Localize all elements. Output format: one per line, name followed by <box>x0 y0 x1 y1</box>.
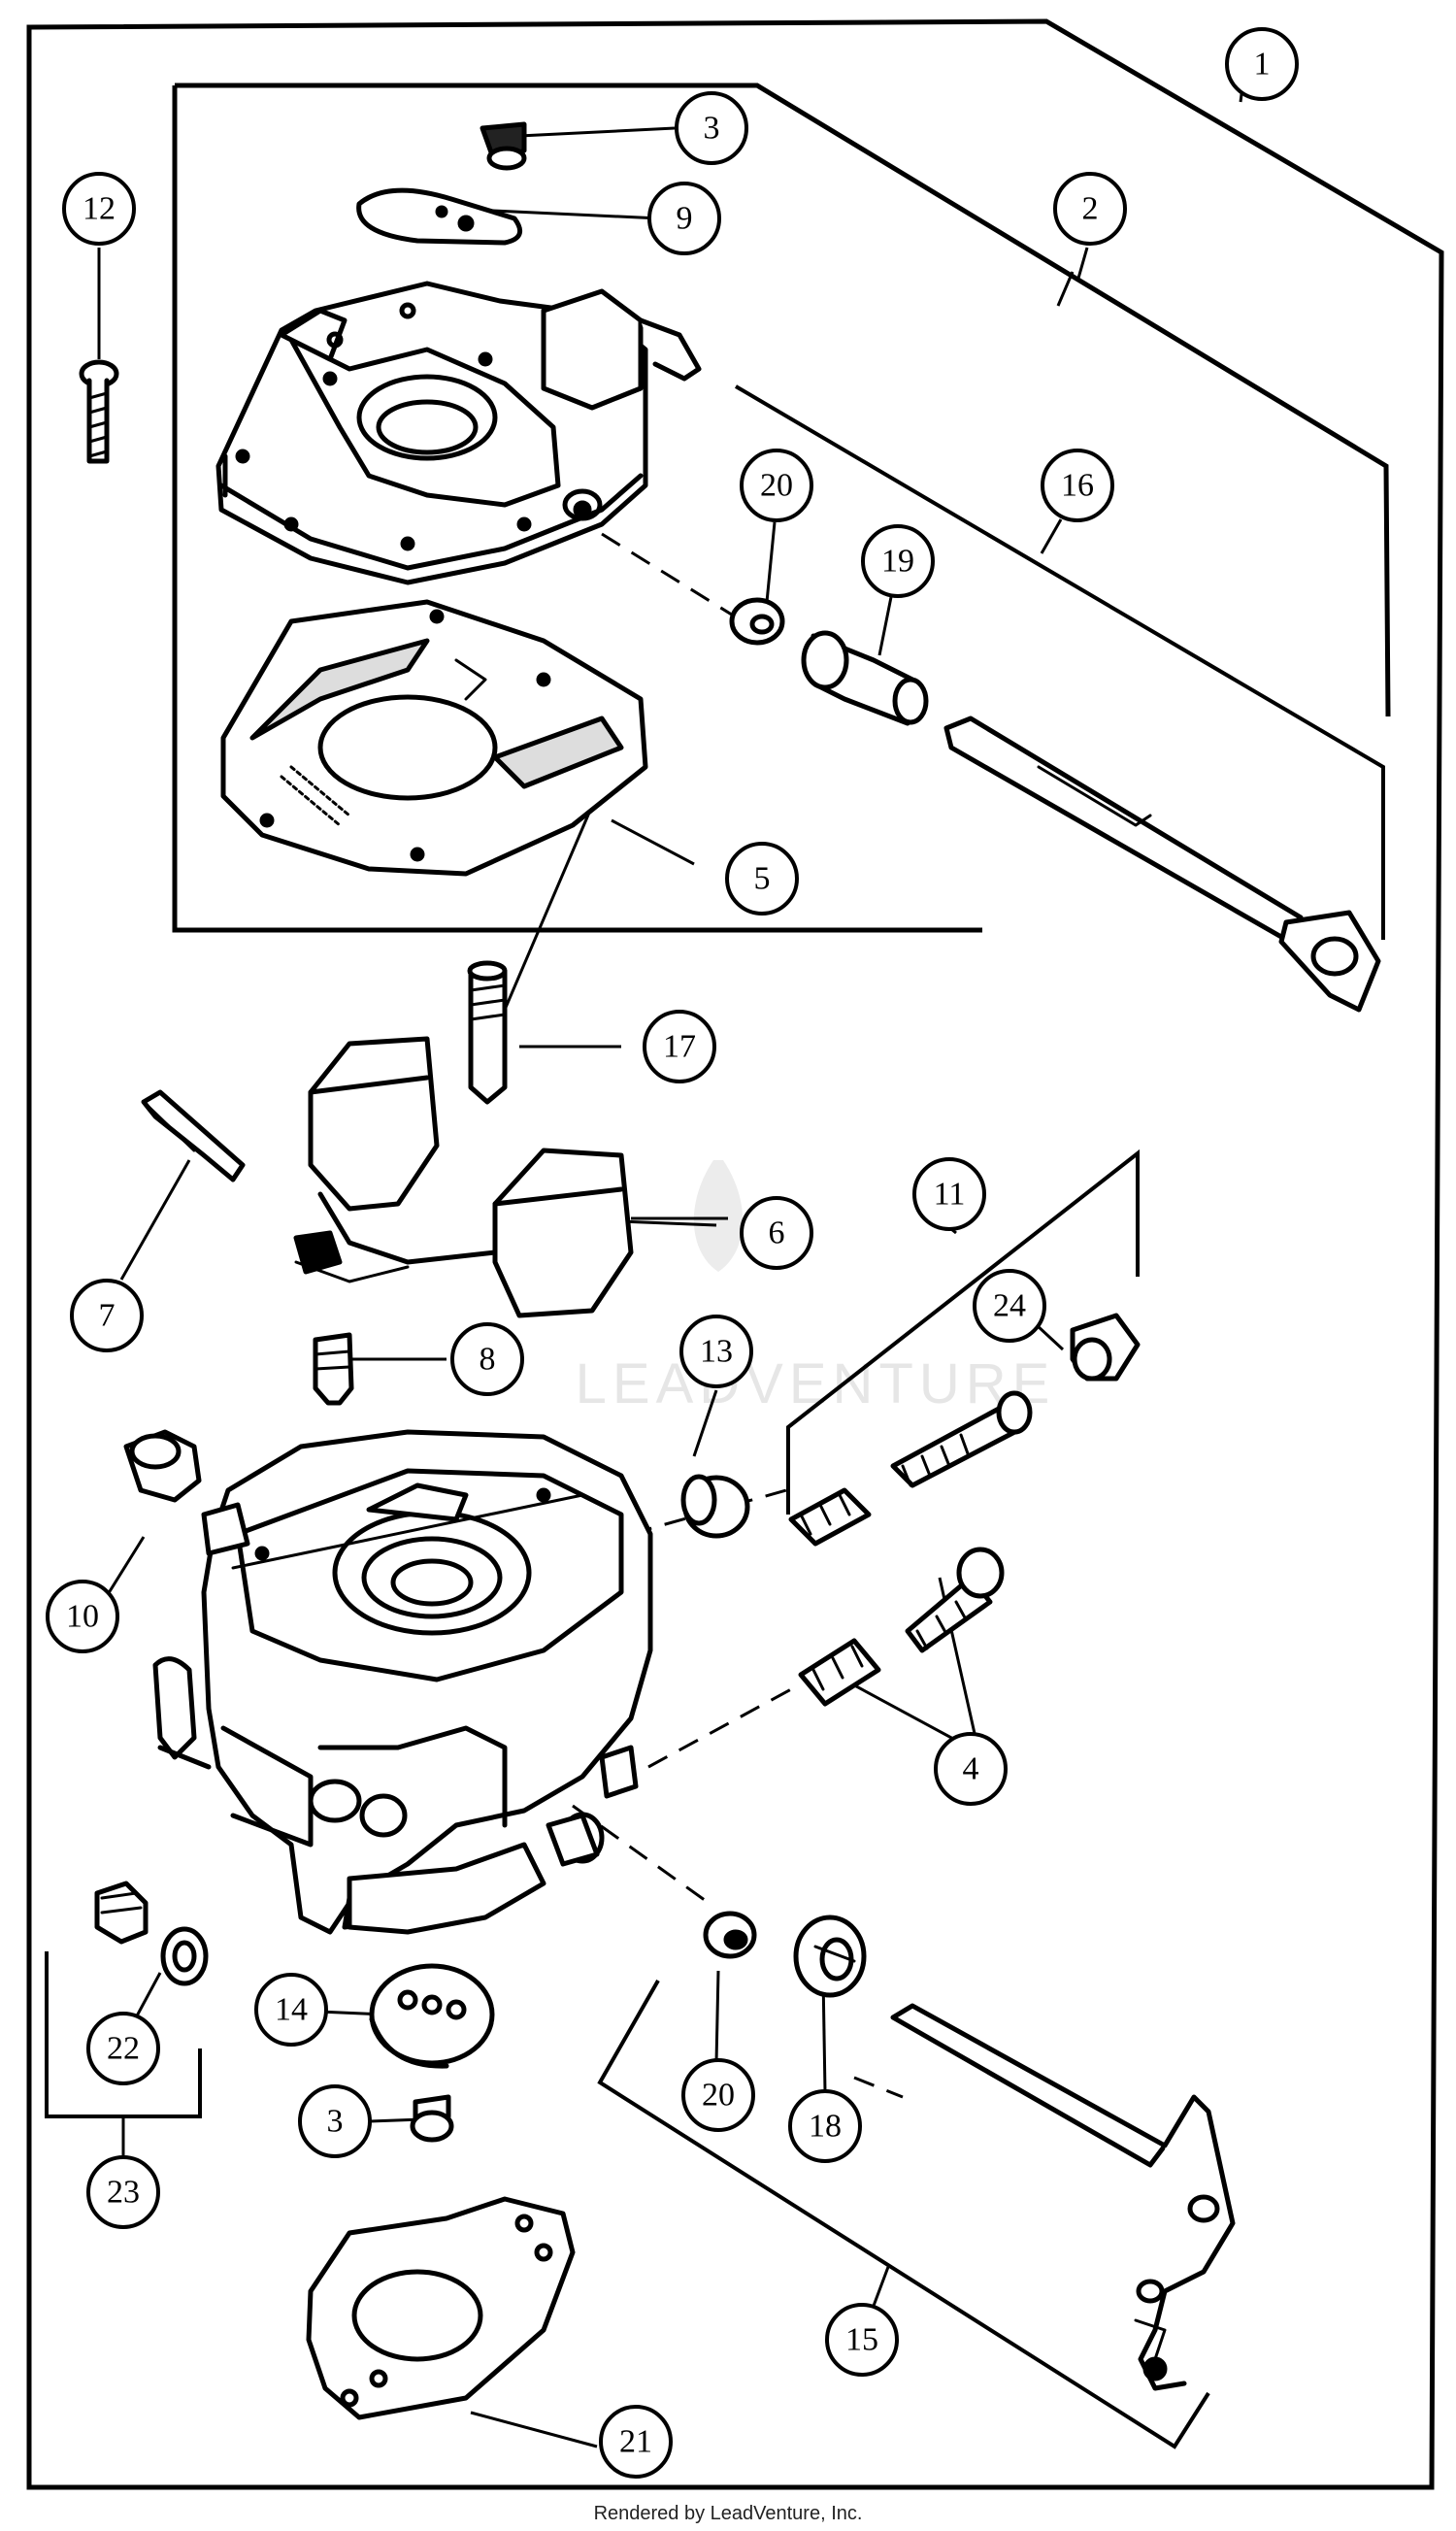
callout-15: 15 <box>825 2303 899 2377</box>
callout-13: 13 <box>679 1315 753 1388</box>
svg-text:13: 13 <box>700 1334 733 1370</box>
shaft-part-16 <box>943 716 1381 1013</box>
svg-text:17: 17 <box>663 1029 696 1065</box>
callout-3-top: 3 <box>675 91 748 165</box>
svg-text:2: 2 <box>1082 191 1099 227</box>
callout-8: 8 <box>450 1322 524 1396</box>
svg-text:3: 3 <box>327 2104 344 2140</box>
svg-text:8: 8 <box>480 1342 496 1378</box>
callout-3-bottom: 3 <box>298 2084 372 2158</box>
svg-text:24: 24 <box>993 1288 1026 1324</box>
bracket-11 <box>786 1149 1140 1515</box>
parts <box>79 121 1381 2420</box>
callout-19: 19 <box>861 524 935 598</box>
callout-20-top: 20 <box>740 449 813 522</box>
svg-text:3: 3 <box>704 111 720 147</box>
svg-text:4: 4 <box>963 1751 979 1787</box>
throttle-shaft-part-15 <box>890 2003 1236 2391</box>
screw-part-3-bottom <box>410 2094 454 2143</box>
disc-part-14 <box>369 1963 495 2069</box>
svg-text:6: 6 <box>769 1216 785 1251</box>
cap-part-24 <box>1070 1313 1141 1382</box>
callout-14: 14 <box>254 1973 328 2047</box>
callout-4: 4 <box>934 1732 1008 1806</box>
screw-part-12 <box>79 359 119 464</box>
svg-text:5: 5 <box>754 861 771 897</box>
callout-9: 9 <box>647 182 721 255</box>
svg-text:1: 1 <box>1254 47 1271 83</box>
svg-text:20: 20 <box>702 2078 735 2114</box>
seal-part-18 <box>793 1915 867 1998</box>
screw-part-4 <box>798 1547 1005 1707</box>
callout-22: 22 <box>86 2012 160 2085</box>
svg-text:12: 12 <box>83 191 116 227</box>
svg-text:16: 16 <box>1061 468 1094 504</box>
plug-part-10 <box>123 1429 202 1503</box>
callout-10: 10 <box>46 1580 119 1653</box>
svg-text:11: 11 <box>934 1177 966 1213</box>
svg-text:23: 23 <box>107 2175 140 2211</box>
bracket-15 <box>597 1980 1210 2449</box>
watermark: LEADVENTURE <box>576 1160 1056 1415</box>
callout-5: 5 <box>725 842 799 916</box>
pin-part-7 <box>141 1089 246 1182</box>
outer-border <box>26 18 1444 2490</box>
svg-text:18: 18 <box>809 2109 842 2145</box>
idle-screw-part-11 <box>788 1390 1033 1547</box>
svg-text:19: 19 <box>881 544 914 580</box>
svg-text:14: 14 <box>275 1992 308 2028</box>
callout-7: 7 <box>70 1279 144 1352</box>
callout-23: 23 <box>86 2155 160 2229</box>
callout-24: 24 <box>973 1269 1046 1343</box>
callout-1: 1 <box>1225 27 1299 101</box>
washer-part-20-top <box>729 597 785 646</box>
gasket-part-5 <box>220 599 648 877</box>
plug-part-13 <box>680 1474 750 1539</box>
callout-2: 2 <box>1053 172 1127 246</box>
svg-text:20: 20 <box>760 468 793 504</box>
plug-part-22 <box>94 1881 209 1986</box>
watermark-text: LEADVENTURE <box>576 1352 1056 1415</box>
callout-20-bottom: 20 <box>681 2058 755 2132</box>
callout-16: 16 <box>1041 449 1114 522</box>
svg-text:15: 15 <box>845 2322 878 2358</box>
svg-text:7: 7 <box>99 1298 116 1334</box>
callout-11: 11 <box>912 1157 986 1231</box>
screw-part-3-top <box>480 121 527 171</box>
callouts: 1 2 3 9 12 20 19 16 5 17 11 7 6 24 13 8 … <box>46 27 1299 2479</box>
carburetor-cover <box>215 281 702 585</box>
callout-21: 21 <box>599 2405 673 2479</box>
float-part-6 <box>293 1036 634 1318</box>
svg-text:21: 21 <box>619 2424 652 2460</box>
footer-credit: Rendered by LeadVenture, Inc. <box>593 2503 863 2524</box>
svg-text:22: 22 <box>107 2031 140 2067</box>
callout-6: 6 <box>740 1196 813 1270</box>
svg-text:10: 10 <box>66 1599 99 1635</box>
bracket-16 <box>734 384 1385 940</box>
gasket-part-9 <box>356 187 523 246</box>
gasket-part-21 <box>306 2196 576 2420</box>
needle-part-17 <box>467 960 508 1105</box>
carburetor-body <box>152 1429 653 1935</box>
washer-part-20-bottom <box>703 1911 757 1959</box>
svg-text:9: 9 <box>677 201 693 237</box>
callout-12: 12 <box>62 172 136 246</box>
callout-17: 17 <box>643 1010 716 1083</box>
bracket-connectors <box>121 271 1075 2307</box>
needle-valve-part-8 <box>313 1332 354 1406</box>
callout-18: 18 <box>788 2089 862 2163</box>
bushing-part-19 <box>801 630 929 726</box>
